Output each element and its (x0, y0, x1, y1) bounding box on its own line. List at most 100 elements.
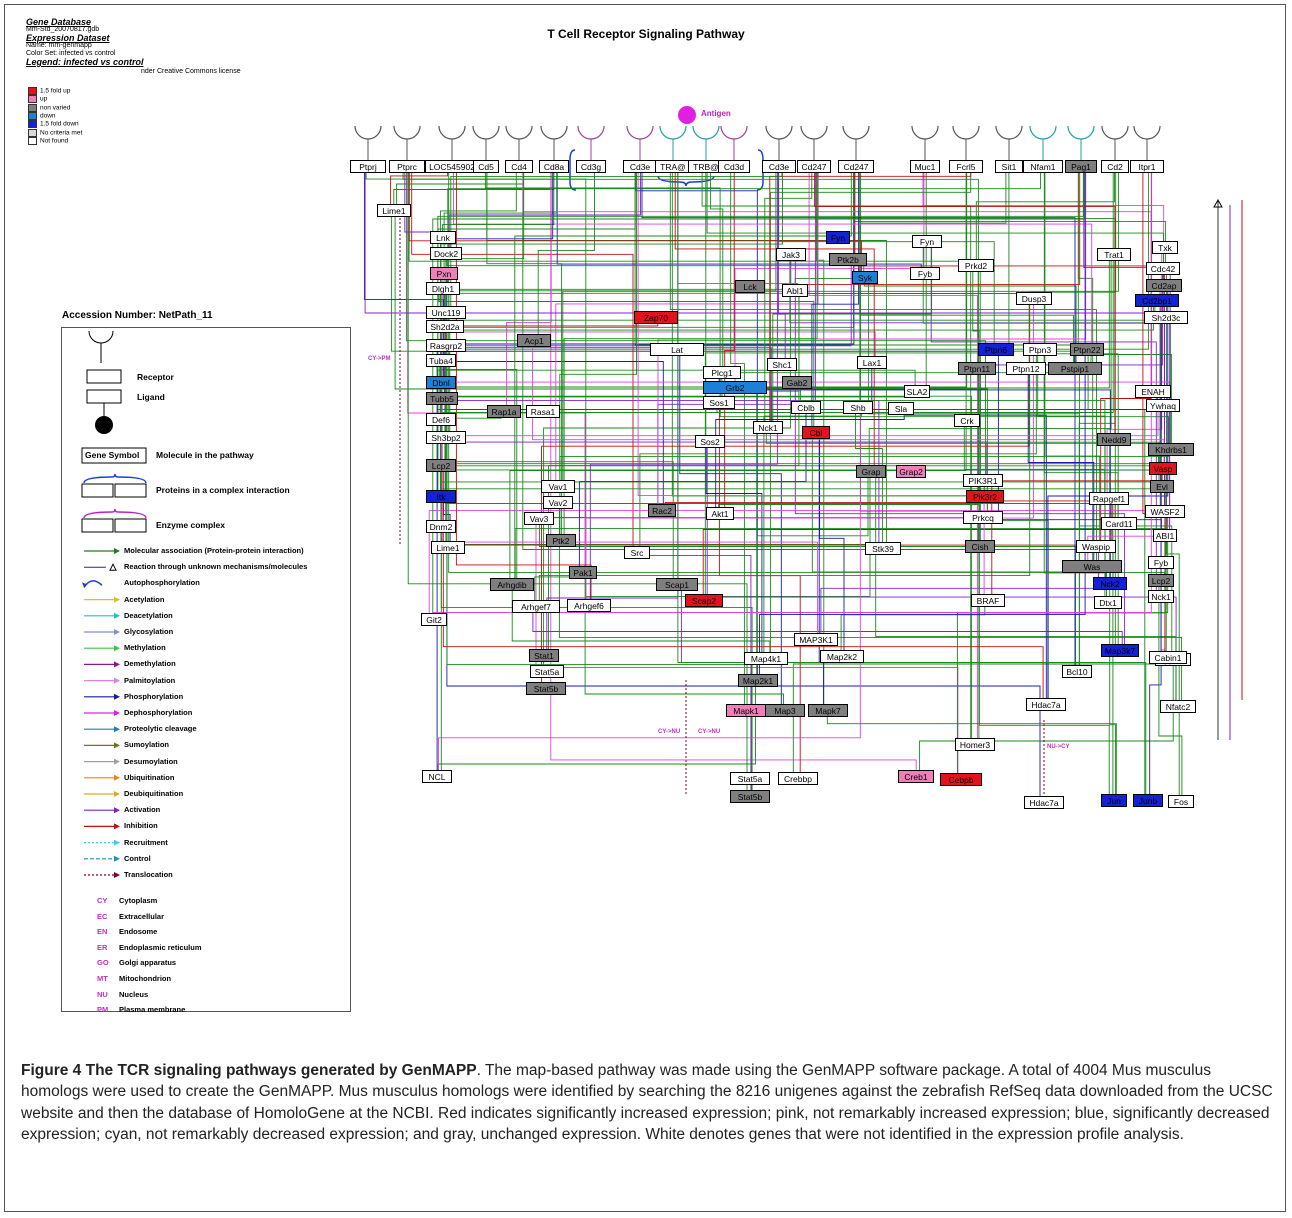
legend-interaction-label: Inhibition (124, 821, 158, 831)
interaction-edge (440, 173, 783, 360)
figure-frame (4, 4, 1286, 1212)
color-legend-item: down (28, 111, 82, 120)
interaction-edge (390, 173, 449, 210)
interaction-edge (405, 173, 986, 480)
receptor-node: Sit1 (995, 160, 1023, 173)
legend-interaction-label: Palmitoylation (124, 675, 176, 685)
gene-node: Cblb (791, 401, 821, 414)
interaction-edge (450, 173, 783, 312)
gene-node: Arhgef7 (512, 600, 560, 613)
gene-node: Was (1062, 560, 1122, 573)
gene-node: Cdc42 (1146, 262, 1180, 275)
interaction-edge (706, 173, 1164, 285)
legend-interaction-head (114, 693, 120, 700)
color-swatch (28, 136, 37, 145)
color-swatch (28, 128, 37, 137)
gene-node: Lcp2 (1148, 574, 1174, 587)
interaction-edge (440, 259, 852, 360)
legend-interaction-head (114, 710, 120, 716)
receptor-node: Cd247 (797, 160, 831, 173)
legend-location-label: Endoplasmic reticulum (119, 942, 202, 952)
interaction-edge (657, 173, 816, 510)
interaction-edge (710, 173, 724, 372)
interaction-edge (506, 173, 552, 411)
interaction-edge (393, 173, 555, 210)
legend-location-label: Endosome (119, 927, 158, 937)
legend-interaction-label: Desumoylation (124, 756, 178, 766)
gene-node: ABI1 (1153, 529, 1177, 542)
receptor-arc (842, 125, 870, 140)
interaction-edge (764, 173, 813, 427)
legend-gene-symbol: Gene Symbol (85, 450, 140, 460)
interaction-edge (724, 173, 735, 513)
color-legend-label: Not found (40, 137, 69, 145)
receptor-arc (626, 125, 654, 140)
gene-node: Shb (843, 401, 873, 414)
gene-node: Rasgrp2 (426, 339, 466, 352)
gene-node: WASF2 (1145, 505, 1185, 518)
gene-node: Grb2 (703, 381, 767, 394)
caption-text: . The map-based pathway was made using t… (21, 1062, 1273, 1144)
legend-interaction-head (114, 645, 120, 652)
gene-node: Txk (1152, 241, 1178, 254)
legend-interaction-head (114, 661, 120, 668)
gene-node: Map3k7 (1101, 644, 1139, 657)
gene-node: Pstpip1 (1048, 362, 1102, 375)
receptor-arc (720, 125, 748, 140)
interaction-edge (730, 173, 745, 710)
gene-node: Ywhaq (1146, 399, 1180, 412)
gene-node: Grap2 (896, 465, 926, 478)
receptor-arc (911, 125, 939, 140)
interaction-edge (868, 254, 1112, 471)
legend-interaction-label: Methylation (124, 643, 166, 653)
legend-interaction-head (82, 582, 87, 588)
receptor-arc (952, 125, 980, 140)
gene-node: Pik3r2 (966, 490, 1004, 503)
receptor-box (86, 369, 122, 384)
color-swatch (28, 95, 37, 104)
legend-symbols (81, 330, 147, 878)
receptor-node: TRB@ (688, 160, 724, 173)
color-legend-item: non varied (28, 103, 82, 112)
interaction-edge (563, 173, 818, 540)
legend-interaction-label: Demethylation (124, 659, 176, 669)
gene-node: Map4k1 (744, 652, 788, 665)
pathway-diagram (354, 106, 1243, 802)
interaction-edge (537, 173, 595, 340)
gene-node: Dbnl (426, 376, 456, 389)
gene-node: Trat1 (1097, 248, 1131, 261)
receptor-arc (438, 125, 466, 140)
color-legend-item: Not found (28, 136, 82, 145)
interaction-edge (1029, 173, 1117, 298)
gene-node: Vav2 (543, 496, 573, 509)
interaction-edge (1149, 317, 1162, 800)
receptor-node: Cd3g (576, 160, 606, 173)
gene-node: Sh2d2a (426, 320, 464, 333)
gene-node: Stat5a (530, 665, 564, 678)
receptor-arc (995, 125, 1023, 140)
interaction-edge (975, 173, 1115, 265)
complex-brace (83, 473, 147, 484)
gene-node: Rapgef1 (1089, 492, 1129, 505)
gene-node: Grap (856, 465, 886, 478)
interaction-edge (820, 546, 1099, 639)
delta-marker (1213, 198, 1223, 208)
interaction-edge (441, 273, 819, 639)
interaction-edge (1100, 173, 1153, 546)
interaction-edge (840, 600, 986, 656)
interaction-edge (439, 173, 517, 496)
receptor-node: Cd8a (539, 160, 569, 173)
legend-interaction-label: Translocation (124, 870, 173, 879)
legend-location-label: Mitochondrion (119, 974, 172, 983)
gene-node: Sos1 (703, 396, 735, 409)
gene-node: MAP3K1 (794, 633, 838, 646)
interaction-edge (826, 710, 1117, 800)
gene-node: Lcp2 (426, 459, 456, 472)
legend-location-label: Plasma membrane (119, 1005, 186, 1015)
gene-node: Mapk7 (808, 704, 848, 717)
gene-node: Itk (426, 490, 456, 503)
gene-node: Akt1 (706, 507, 734, 520)
interaction-edge (447, 173, 1041, 288)
ligand-circle (95, 416, 113, 434)
gene-node: Fos (1168, 795, 1194, 808)
